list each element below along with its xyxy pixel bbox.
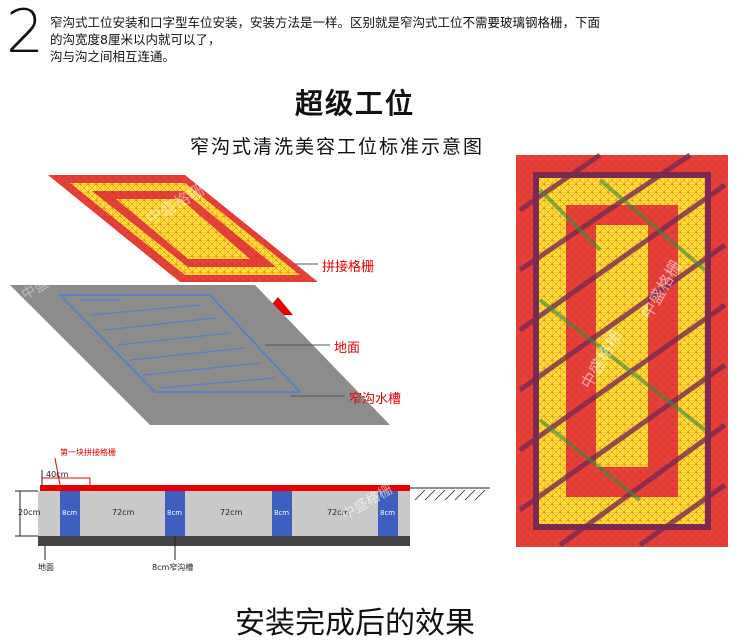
trench-8-label-1: 8cm [62,509,77,517]
main-title: 超级工位 [294,87,415,120]
height-20-label: 20cm [18,508,41,517]
diagram-title: 窄沟式清洗美容工位标准示意图 [190,136,485,158]
span-72-label-2: 72cm [220,508,243,517]
cross-section: 第一块拼接格栅 40cm 20cm 72cm 72cm 72cm 8cm 8cm… [15,447,490,572]
span-72-label-3: 72cm [327,508,350,517]
intro-line-1: 窄沟式工位安装和口字型车位安装，安装方法是一样。区别就是窄沟式工位不需要玻璃钢格… [50,15,601,30]
span-72-label-1: 72cm [112,508,135,517]
intro-line-2: 的沟宽度8厘米以内就可以了， [50,32,221,47]
width-40-label: 40cm [46,470,69,479]
intro-text: 窄沟式工位安装和口字型车位安装，安装方法是一样。区别就是窄沟式工位不需要玻璃钢格… [50,14,740,65]
grating-label: 拼接格栅 [322,260,375,275]
grating-panel: 中盛格栅 [48,175,318,282]
step-number: 2 [6,0,45,67]
intro-line-3: 沟与沟之间相互连通。 [50,49,176,64]
trench-8-label-2: 8cm [167,509,182,517]
first-grating-label: 第一块拼接格栅 [60,447,116,457]
trench-8-label-3: 8cm [274,509,289,517]
ground-small-label: 地面 [38,562,54,572]
ground-slab: 中盛格栅 [10,262,390,425]
trench-8-label-4: 8cm [380,509,395,517]
trench-label: 窄沟水槽 [349,392,402,407]
finished-grating: 中盛格栅 中盛格栅 [516,152,728,548]
ground-label: 地面 [334,341,361,356]
bottom-caption: 安装完成后的效果 [235,606,475,641]
trench-8-bottom-label: 8cm窄沟槽 [152,562,193,572]
